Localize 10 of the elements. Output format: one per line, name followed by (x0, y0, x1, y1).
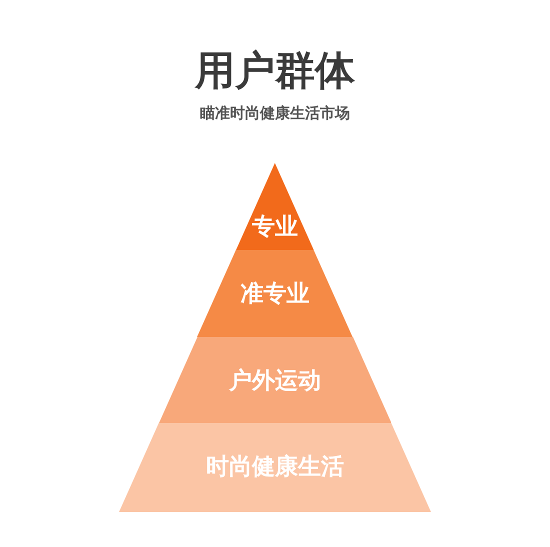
tier-label: 准专业 (239, 280, 310, 308)
tier-label: 专业 (250, 213, 299, 241)
subtitle: 瞄准时尚健康生活市场 (199, 103, 351, 123)
tier-label: 时尚健康生活 (205, 453, 345, 481)
title: 用户群体 (194, 48, 356, 94)
pyramid-tier (119, 423, 431, 512)
tier-label: 户外运动 (228, 367, 322, 395)
pyramid-tier (158, 337, 392, 423)
pyramid-tier (197, 250, 353, 337)
pyramid-tier (236, 163, 314, 250)
